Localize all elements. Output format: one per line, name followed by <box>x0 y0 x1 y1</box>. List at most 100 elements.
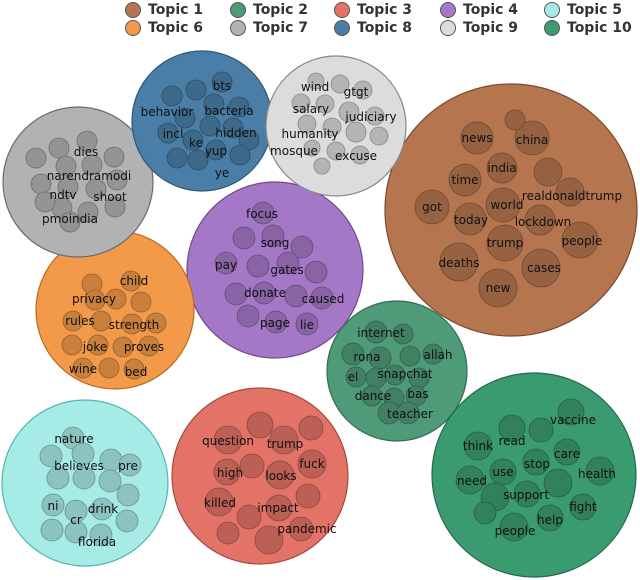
word-bubble <box>297 449 327 479</box>
word-bubble <box>265 494 293 522</box>
word-bubble <box>528 417 554 443</box>
word-bubble <box>521 248 561 288</box>
word-label: salary <box>293 102 329 116</box>
word-bubble <box>71 442 95 466</box>
legend-swatch <box>230 2 246 18</box>
word-label: trump <box>267 437 304 451</box>
word-bubble <box>489 458 517 486</box>
word-bubble <box>553 438 581 466</box>
word-label: china <box>516 133 549 147</box>
word-bubble <box>369 126 389 146</box>
word-label: pmoindia <box>42 212 98 226</box>
legend-label: Topic 1 <box>148 2 204 18</box>
word-label: bas <box>407 387 428 401</box>
word-label: rules <box>65 314 95 328</box>
word-bubble <box>185 79 207 101</box>
word-bubble <box>98 469 122 493</box>
word-bubble <box>34 191 56 213</box>
word-label: privacy <box>72 292 116 306</box>
word-bubble <box>555 177 585 207</box>
word-bubble <box>261 224 285 248</box>
word-bubble <box>303 139 321 157</box>
word-label: ni <box>48 499 59 513</box>
word-label: people <box>495 524 536 538</box>
legend-item-topic-6: Topic 6 <box>125 20 203 36</box>
word-bubble <box>187 149 209 171</box>
legend-label: Topic 3 <box>357 2 413 18</box>
word-bubble <box>205 139 227 161</box>
word-label: ke <box>189 136 203 150</box>
word-bubble <box>232 226 256 250</box>
legend-swatch <box>334 2 350 18</box>
word-bubble <box>115 509 139 533</box>
word-bubble <box>224 282 248 306</box>
word-bubble <box>90 497 114 521</box>
word-label: teacher <box>387 407 433 421</box>
legend-swatch <box>125 2 141 18</box>
word-label: mosque <box>270 144 318 158</box>
word-label: drink <box>88 502 118 516</box>
word-label: high <box>217 466 243 480</box>
word-label: pandemic <box>277 522 336 536</box>
word-bubble <box>453 202 487 236</box>
word-label: gtgt <box>344 85 369 99</box>
word-bubble <box>112 336 134 358</box>
legend-item-topic-8: Topic 8 <box>334 20 412 36</box>
word-label: trump <box>487 236 524 250</box>
word-label: health <box>578 467 616 481</box>
word-label: dies <box>74 145 99 159</box>
word-bubble <box>341 342 365 366</box>
legend-label: Topic 9 <box>463 20 519 36</box>
word-bubble <box>118 453 142 477</box>
word-bubble <box>414 189 450 225</box>
word-label: vaccine <box>550 413 596 427</box>
word-bubble <box>498 414 526 442</box>
word-label: bts <box>213 79 232 93</box>
word-bubble <box>211 71 233 93</box>
word-bubble <box>121 313 143 335</box>
word-bubble <box>204 487 234 517</box>
word-label: el <box>348 370 359 384</box>
word-bubble <box>315 94 335 114</box>
word-bubble <box>361 385 383 407</box>
word-bubble <box>322 117 342 137</box>
word-bubble <box>40 518 64 542</box>
word-bubble <box>486 152 518 184</box>
word-label: need <box>457 474 487 488</box>
word-label: help <box>537 513 563 527</box>
word-bubble <box>236 304 260 328</box>
word-bubble <box>90 310 112 332</box>
word-bubble <box>246 411 274 439</box>
legend-swatch <box>334 20 350 36</box>
word-bubble <box>161 85 183 107</box>
legend-item-topic-1: Topic 1 <box>125 2 203 18</box>
word-label: page <box>260 316 290 330</box>
word-bubble <box>326 141 346 161</box>
word-label: lie <box>300 318 314 332</box>
word-label: yup <box>205 144 227 158</box>
legend-swatch <box>230 20 246 36</box>
word-label: people <box>562 234 603 248</box>
word-label: read <box>498 434 525 448</box>
word-bubble <box>295 483 321 509</box>
word-bubble <box>222 117 244 139</box>
word-label: deaths <box>439 256 480 270</box>
word-bubble <box>298 415 324 441</box>
word-label: rona <box>354 350 381 364</box>
word-label: bed <box>125 365 148 379</box>
word-bubble <box>513 480 541 508</box>
word-label: today <box>454 213 488 227</box>
legend-swatch <box>125 20 141 36</box>
word-bubble <box>569 493 597 521</box>
legend-item-topic-7: Topic 7 <box>230 20 308 36</box>
word-bubble <box>239 453 265 479</box>
word-bubble <box>338 101 360 123</box>
word-bubble <box>254 525 284 555</box>
word-label: song <box>261 236 290 250</box>
word-label: incl <box>163 127 184 141</box>
